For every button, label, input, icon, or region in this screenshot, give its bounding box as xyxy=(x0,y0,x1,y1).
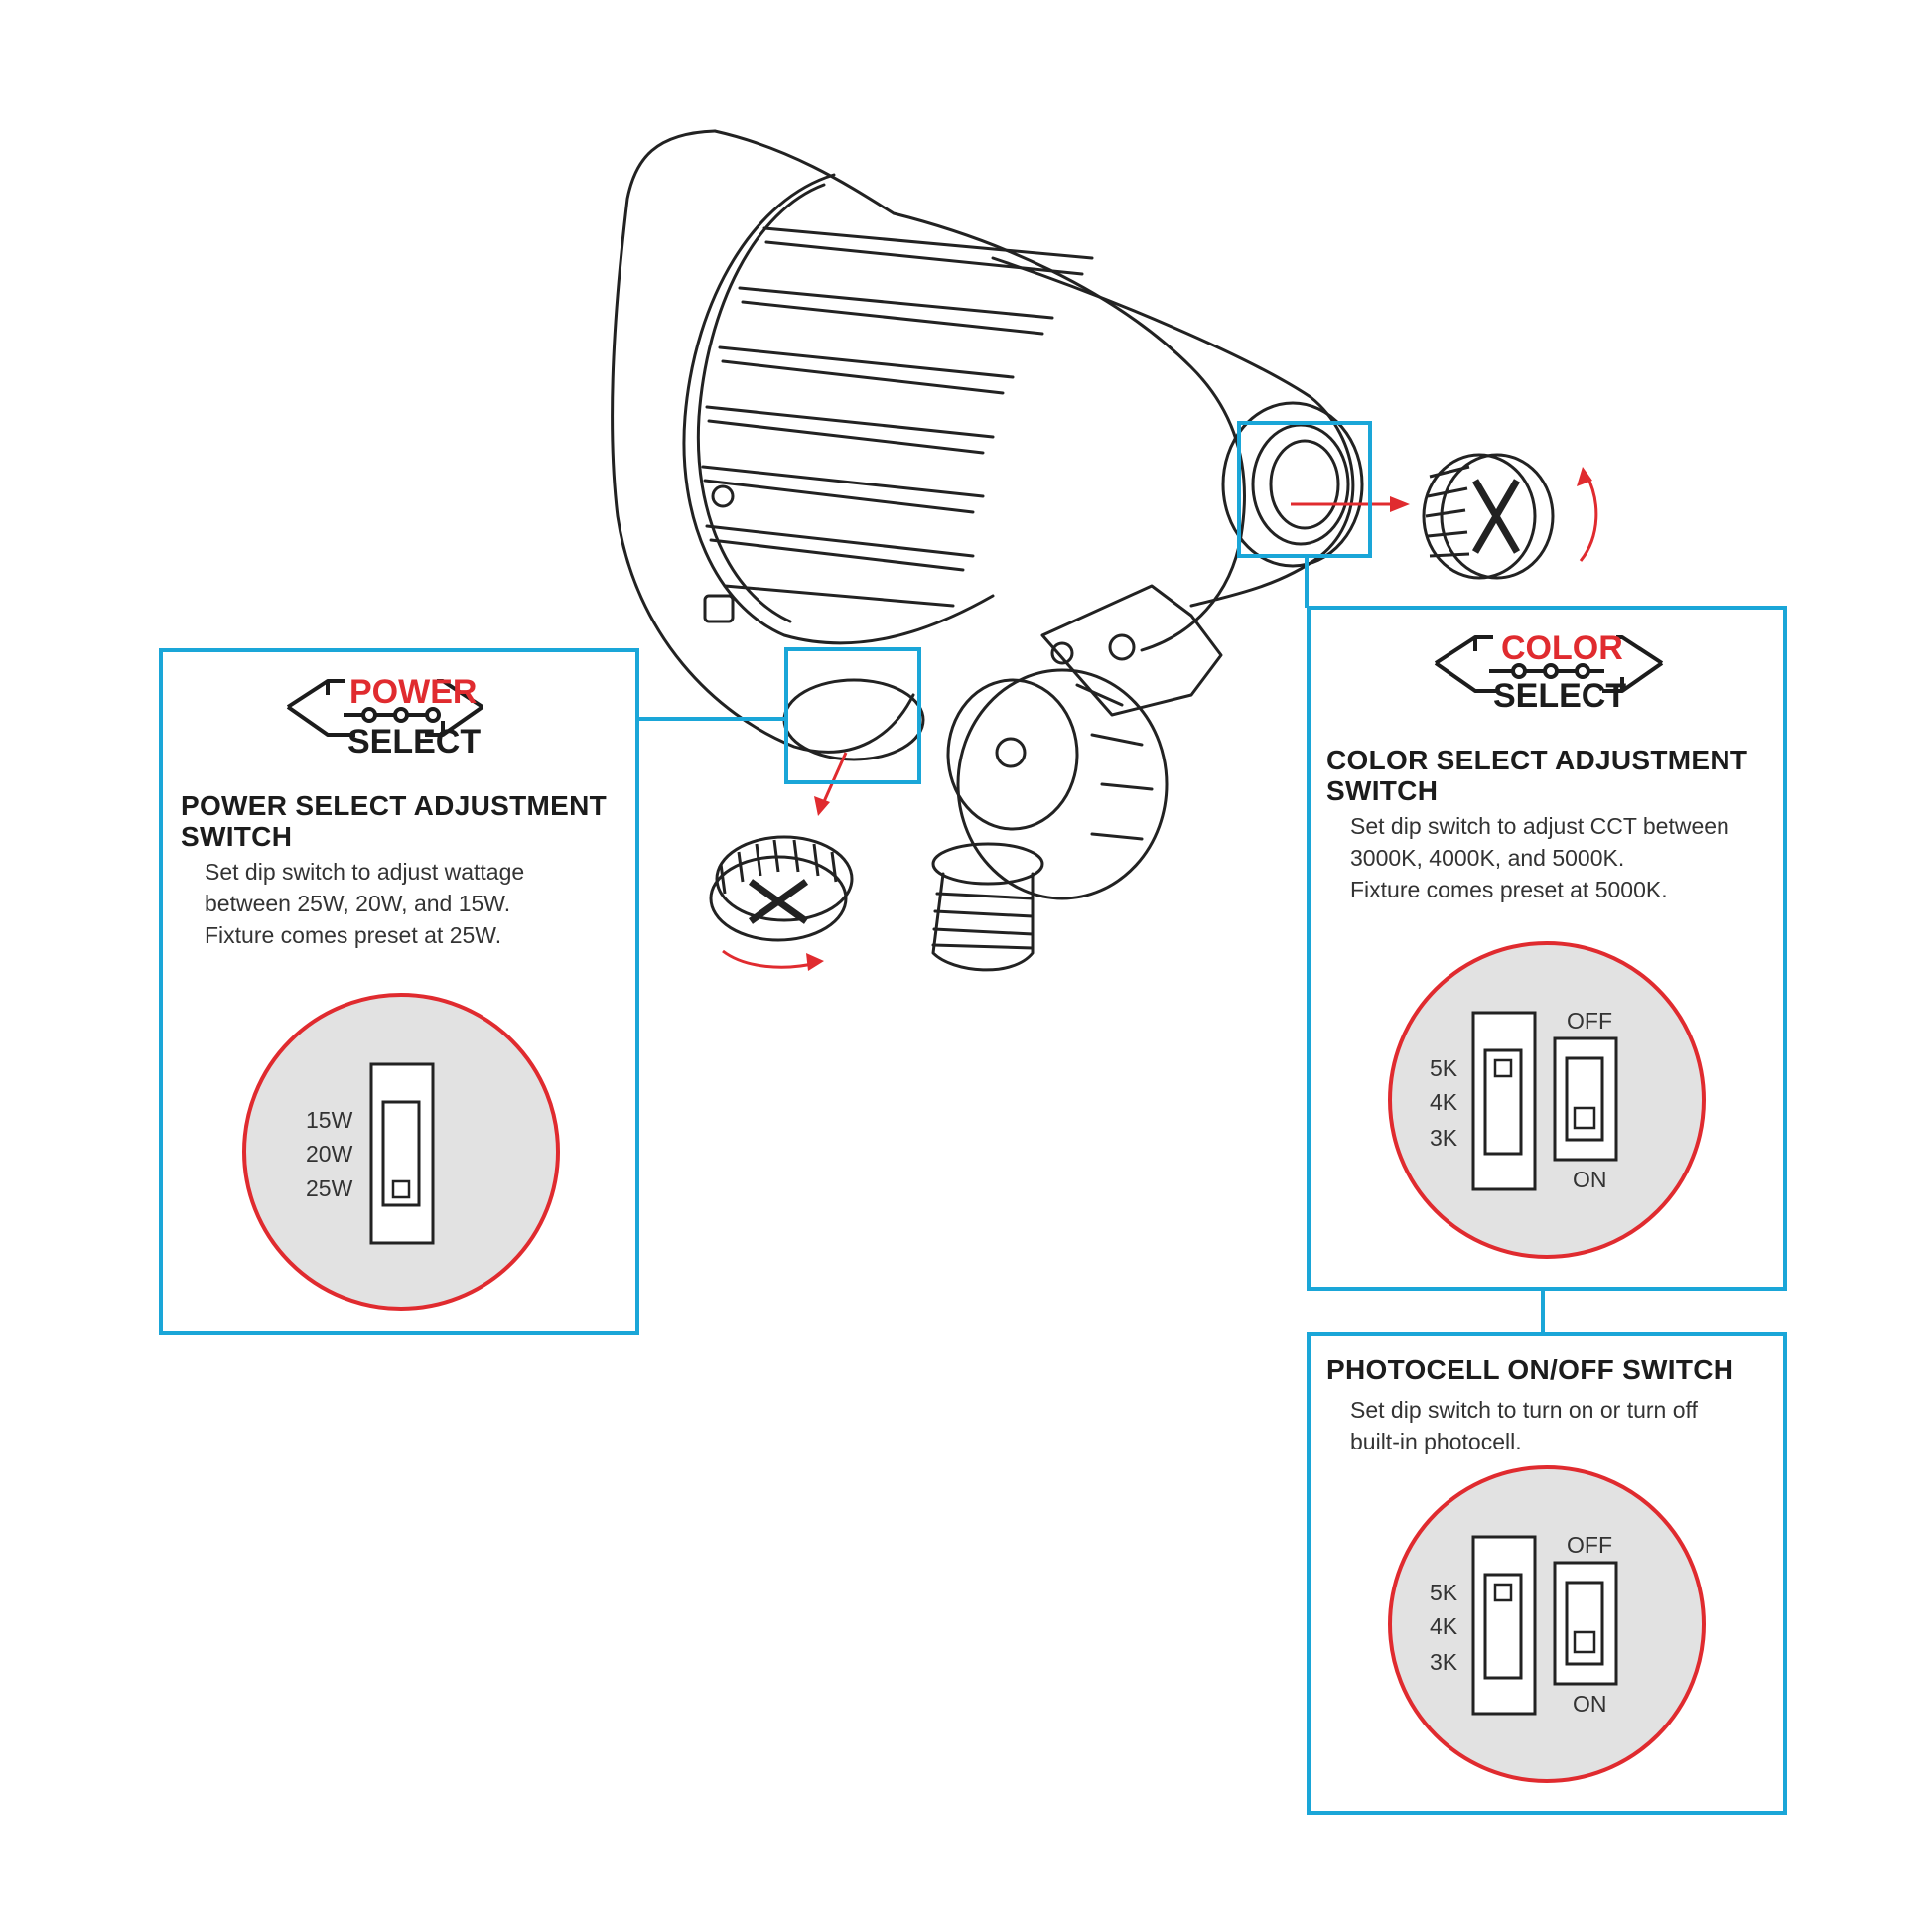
color-dip-switch-slider xyxy=(1493,1058,1513,1078)
power-dip-switch-housing xyxy=(369,1062,435,1245)
photocell-cct-slider xyxy=(1493,1583,1513,1602)
photocell-label-5k: 5K xyxy=(1430,1580,1458,1605)
cap-plug-icon xyxy=(1422,453,1555,580)
power-panel-title: POWER SELECT ADJUSTMENT SWITCH xyxy=(181,790,607,852)
color-photocell-slider xyxy=(1573,1106,1596,1130)
color-badge-bottom-text: SELECT xyxy=(1493,677,1626,715)
color-label-3k: 3K xyxy=(1430,1125,1458,1151)
power-label-20w: 20W xyxy=(306,1141,353,1167)
color-panel-description: Set dip switch to adjust CCT between 300… xyxy=(1350,813,1729,902)
photocell-panel-description: Set dip switch to turn on or turn off bu… xyxy=(1350,1397,1698,1454)
photocell-label-3k: 3K xyxy=(1430,1649,1458,1675)
power-badge-bottom-text: SELECT xyxy=(347,723,481,760)
power-panel-description: Set dip switch to adjust wattage between… xyxy=(205,859,525,948)
rotation-arrow-icon xyxy=(722,474,1598,969)
color-photocell-off-label: OFF xyxy=(1567,1008,1612,1034)
power-dip-switch-slider xyxy=(391,1179,411,1199)
color-label-4k: 4K xyxy=(1430,1089,1458,1115)
color-badge-top-text: COLOR xyxy=(1501,629,1623,667)
power-badge-top-text: POWER xyxy=(349,673,477,711)
power-label-15w: 15W xyxy=(306,1107,353,1133)
photocell-label-4k: 4K xyxy=(1430,1613,1458,1639)
photocell-off-label: OFF xyxy=(1567,1532,1612,1558)
photocell-panel-title: PHOTOCELL ON/OFF SWITCH xyxy=(1326,1354,1734,1385)
power-label-25w: 25W xyxy=(306,1175,353,1201)
photocell-slider xyxy=(1573,1630,1596,1654)
color-panel-title: COLOR SELECT ADJUSTMENT SWITCH xyxy=(1326,745,1748,806)
cap-plug-icon xyxy=(709,835,854,942)
color-photocell-on-label: ON xyxy=(1573,1167,1607,1192)
color-label-5k: 5K xyxy=(1430,1055,1458,1081)
photocell-on-label: ON xyxy=(1573,1691,1607,1717)
